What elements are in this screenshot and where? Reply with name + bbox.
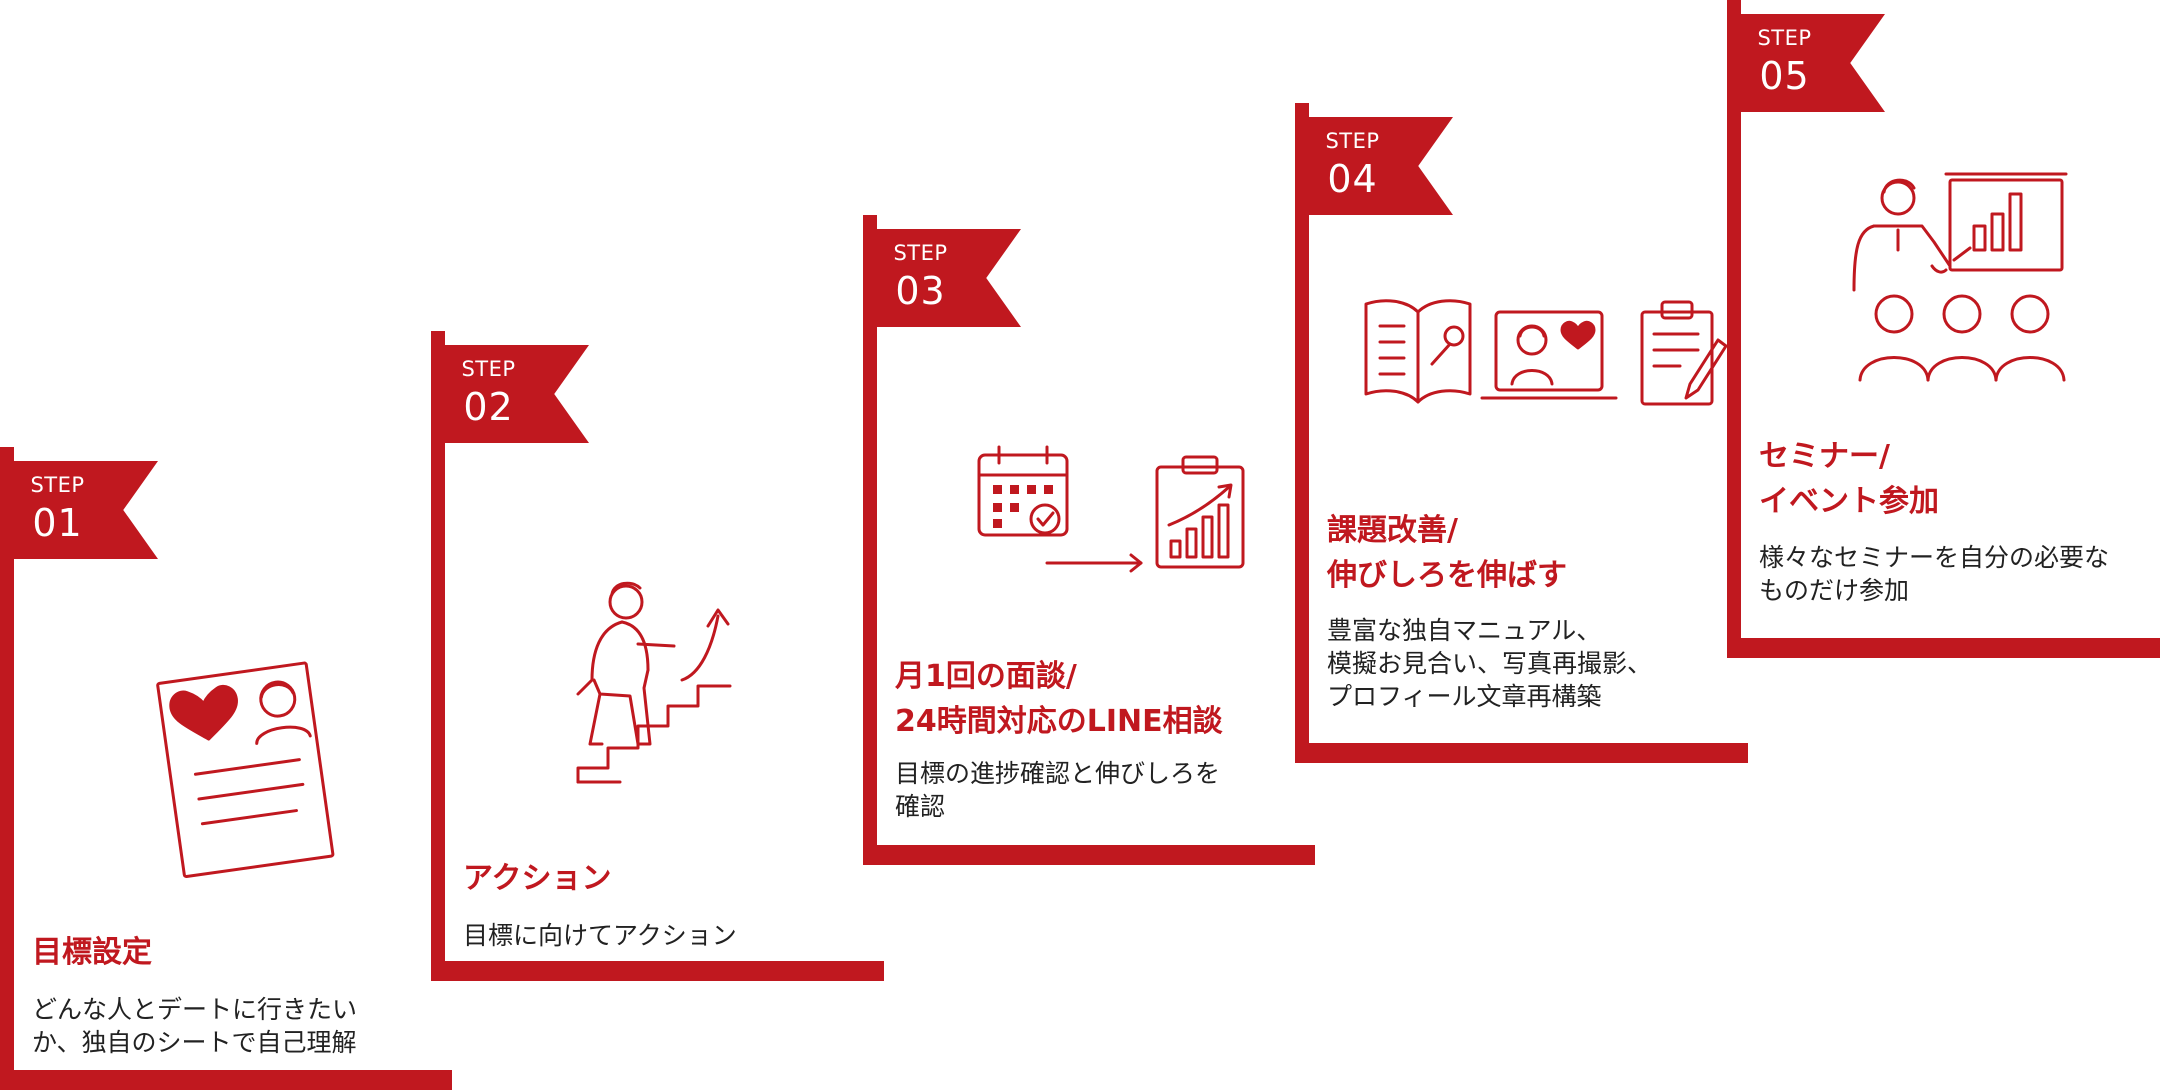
step-05-label: STEP: [1757, 26, 1812, 50]
step-01-title: 目標設定: [32, 935, 152, 970]
step-04-number: 04: [1327, 157, 1378, 201]
step-03-title: 月1回の面談/ 24時間対応のLINE相談: [895, 659, 1223, 739]
step-05-description: 様々なセミナーを自分の必要な ものだけ参加: [1759, 543, 2110, 605]
step-05-card: STEP 05 セミナー/ イベント参加 様々なセミナーを自分の必要な ものだけ…: [1727, 0, 2160, 658]
step-02-label: STEP: [461, 357, 516, 381]
step-04-label: STEP: [1325, 129, 1380, 153]
step-01-card: STEP 01 目標設定 どんな人とデートに行きたい か、独自のシートで自己理解: [0, 447, 452, 1090]
step-03-number: 03: [895, 269, 946, 313]
step-01-number: 01: [32, 501, 83, 545]
step-03-label: STEP: [893, 241, 948, 265]
step-03-card: STEP 03 月1回の面談/ 24時間対応のLINE相談 目標の進捗確認と伸び…: [863, 215, 1315, 865]
step-02-flag: STEP 02: [431, 345, 589, 443]
step-05-number: 05: [1759, 54, 1810, 98]
step-04-title: 課題改善/ 伸びしろを伸ばす: [1327, 513, 1567, 593]
step-05-flag: STEP 05: [1727, 14, 1885, 112]
calendar-to-growth-chart-icon: [977, 445, 1245, 573]
step-01-flag: STEP 01: [0, 461, 158, 559]
step-05-title: セミナー/ イベント参加: [1759, 439, 1939, 519]
step-02-title: アクション: [463, 861, 612, 896]
step-03-flag: STEP 03: [863, 229, 1021, 327]
step-01-label: STEP: [30, 473, 85, 497]
person-climbing-stairs-icon: [576, 581, 732, 784]
step-01-description: どんな人とデートに行きたい か、独自のシートで自己理解: [32, 995, 358, 1057]
manual-video-clipboard-icon: [1364, 299, 1728, 406]
step-04-flag: STEP 04: [1295, 117, 1453, 215]
step-02-number: 02: [463, 385, 514, 429]
step-03-description: 目標の進捗確認と伸びしろを 確認: [895, 759, 1221, 821]
step-04-description: 豊富な独自マニュアル、 模擬お見合い、写真再撮影、 プロフィール文章再構築: [1327, 616, 1653, 711]
seminar-presenter-audience-icon: [1852, 172, 2068, 382]
profile-sheet-heart-icon: [156, 661, 335, 879]
step-04-card: STEP 04 課題改善/ 伸びしろを伸ばす 豊富な独自マニュアル、 模擬お見合…: [1295, 103, 1748, 763]
step-02-description: 目標に向けてアクション: [463, 921, 737, 950]
step-02-card: STEP 02 アクション 目標に向けてアクション: [431, 331, 884, 981]
